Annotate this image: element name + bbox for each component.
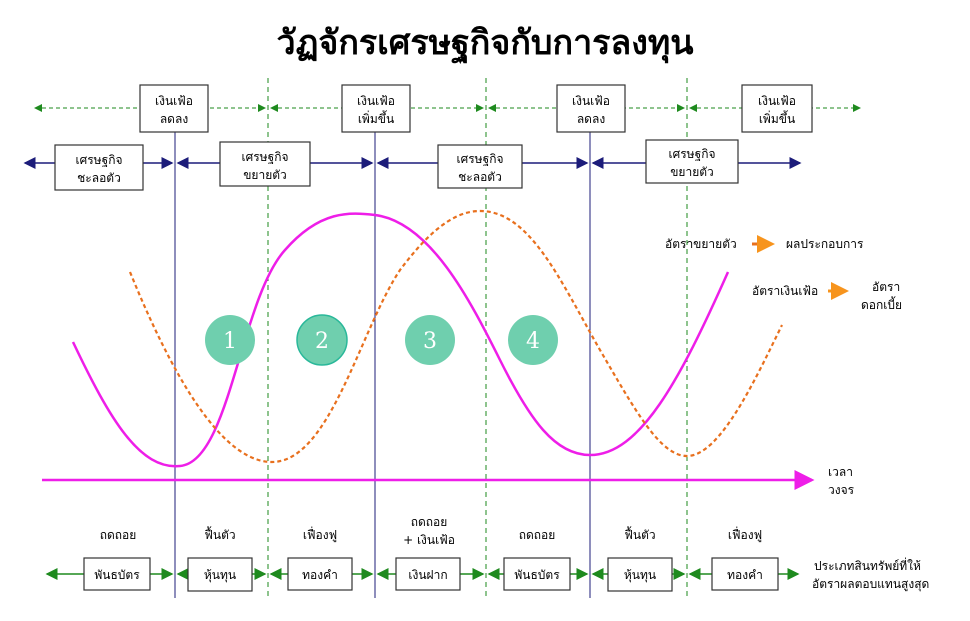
svg-text:เงินเฟ้อ: เงินเฟ้อ xyxy=(572,94,610,108)
svg-text:หุ้นทุน: หุ้นทุน xyxy=(624,568,656,583)
asset-box: ทองคำ xyxy=(287,557,353,591)
svg-text:4: 4 xyxy=(526,329,540,354)
svg-text:ลดลง: ลดลง xyxy=(577,112,605,126)
svg-text:เงินเฟ้อ: เงินเฟ้อ xyxy=(155,94,193,108)
svg-text:ขยายตัว: ขยายตัว xyxy=(243,168,287,182)
inflation-box: เงินเฟ้อเพิ่มขึ้น xyxy=(341,84,411,133)
phase-dividers xyxy=(174,78,688,598)
legend-inflation-target: ดอกเบี้ย xyxy=(861,296,902,312)
svg-text:เฟื่องฟู: เฟื่องฟู xyxy=(303,526,337,543)
svg-text:ลดลง: ลดลง xyxy=(160,112,188,126)
asset-caption: อัตราผลตอบแทนสูงสุด xyxy=(812,577,929,592)
legend-growth-target: ผลประกอบการ xyxy=(786,237,864,251)
svg-text:ชะลอตัว: ชะลอตัว xyxy=(77,171,121,185)
legend: อัตราขยายตัว ผลประกอบการ อัตราเงินเฟ้อ อ… xyxy=(665,235,902,312)
diagram-title: วัฏจักรเศรษฐกิจกับการลงทุน xyxy=(276,23,693,65)
asset-caption: ประเภทสินทรัพย์ที่ให้ xyxy=(814,557,921,573)
legend-growth: อัตราขยายตัว xyxy=(665,237,737,251)
svg-text:พันธบัตร: พันธบัตร xyxy=(94,568,140,582)
phase-marker: 4 xyxy=(508,315,558,365)
asset-box: พันธบัตร xyxy=(503,557,571,591)
svg-text:เฟื่องฟู: เฟื่องฟู xyxy=(728,526,762,543)
svg-text:เงินฝาก: เงินฝาก xyxy=(408,568,447,582)
svg-text:เงินเฟ้อ: เงินเฟ้อ xyxy=(758,94,796,108)
svg-text:เศรษฐกิจ: เศรษฐกิจ xyxy=(76,153,123,167)
svg-text:3: 3 xyxy=(423,329,437,354)
svg-text:ฟื้นตัว: ฟื้นตัว xyxy=(204,526,235,542)
asset-box: พันธบัตร xyxy=(83,557,151,591)
asset-box: หุ้นทุน xyxy=(607,557,673,592)
asset-row: พันธบัตร หุ้นทุน ทองคำ เงินฝาก พันธบัตร … xyxy=(45,557,800,592)
svg-text:ถดถอย: ถดถอย xyxy=(519,528,556,542)
legend-inflation: อัตราเงินเฟ้อ xyxy=(752,284,818,298)
svg-text:เพิ่มขึ้น: เพิ่มขึ้น xyxy=(358,110,394,126)
svg-text:ชะลอตัว: ชะลอตัว xyxy=(458,170,502,184)
svg-text:ถดถอย: ถดถอย xyxy=(411,515,448,529)
svg-text:ทองคำ: ทองคำ xyxy=(727,568,763,582)
svg-text:เศรษฐกิจ: เศรษฐกิจ xyxy=(242,150,289,164)
inflation-box: เงินเฟ้อเพิ่มขึ้น xyxy=(741,84,813,133)
svg-text:1: 1 xyxy=(223,329,237,354)
svg-text:หุ้นทุน: หุ้นทุน xyxy=(204,568,236,583)
svg-text:เศรษฐกิจ: เศรษฐกิจ xyxy=(669,147,716,161)
asset-box: หุ้นทุน xyxy=(187,557,253,592)
asset-box: ทองคำ xyxy=(711,557,779,591)
stage-labels: ถดถอย ฟื้นตัว เฟื่องฟู ถดถอย + เงินเฟ้อ … xyxy=(100,515,762,547)
svg-text:+ เงินเฟ้อ: + เงินเฟ้อ xyxy=(403,533,455,547)
asset-box: เงินฝาก xyxy=(395,557,461,591)
svg-text:พันธบัตร: พันธบัตร xyxy=(514,568,560,582)
phase-marker: 2 xyxy=(296,314,348,366)
svg-text:ฟื้นตัว: ฟื้นตัว xyxy=(624,526,655,542)
inflation-rate-curve xyxy=(128,209,783,464)
svg-text:เพิ่มขึ้น: เพิ่มขึ้น xyxy=(759,110,795,126)
svg-text:ขยายตัว: ขยายตัว xyxy=(670,165,714,179)
phase-marker: 1 xyxy=(205,315,255,365)
axis-label: เวลา xyxy=(828,465,853,479)
phase-marker: 3 xyxy=(405,315,455,365)
svg-text:ทองคำ: ทองคำ xyxy=(302,568,338,582)
svg-text:เงินเฟ้อ: เงินเฟ้อ xyxy=(357,94,395,108)
legend-inflation-target: อัตรา xyxy=(872,280,900,294)
svg-text:ถดถอย: ถดถอย xyxy=(100,528,137,542)
growth-rate-curve xyxy=(71,212,730,468)
svg-text:2: 2 xyxy=(315,329,329,354)
axis-label: วงจร xyxy=(828,483,855,497)
svg-text:เศรษฐกิจ: เศรษฐกิจ xyxy=(457,152,504,166)
